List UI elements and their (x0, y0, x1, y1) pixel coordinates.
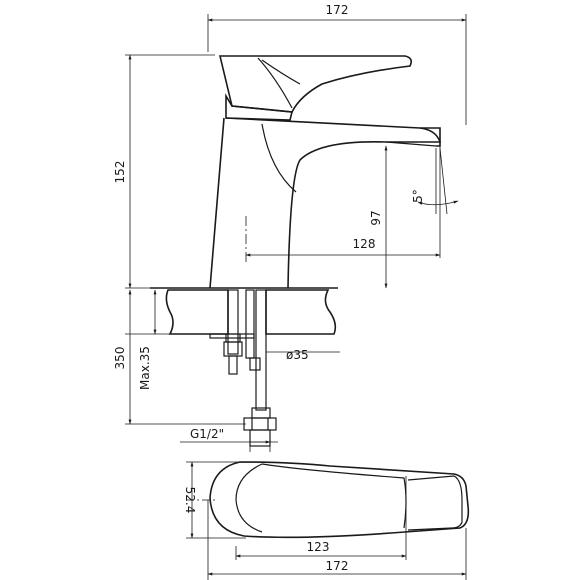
height-label: 152 (113, 161, 127, 184)
plan-view: 52.4 123 172 (183, 461, 470, 580)
top-width-label: 172 (326, 3, 349, 17)
dimension-hole-diameter: ø35 (266, 348, 340, 362)
dimension-deck-thickness: Max.35 (138, 289, 157, 390)
plan-reach-label: 123 (307, 540, 330, 554)
dimension-top-width: 172 (207, 3, 467, 125)
dimension-height: 152 (113, 54, 215, 289)
side-elevation: 172 152 (113, 3, 467, 452)
deck-section (125, 287, 338, 335)
faucet-body (209, 55, 442, 289)
deck-thickness-label: Max.35 (138, 346, 152, 390)
hole-diameter-label: ø35 (286, 348, 309, 362)
dimension-hose-length: 350 (113, 289, 246, 425)
hose-length-label: 350 (113, 347, 127, 370)
angle-label: 5° (411, 189, 425, 203)
thread-label: G1/2" (190, 427, 224, 441)
dimension-angle: 5° (411, 147, 459, 215)
plan-width-label: 172 (326, 559, 349, 573)
spout-height-label: 97 (369, 210, 383, 225)
mounting-assembly (209, 289, 277, 447)
dimension-plan-width: 172 (207, 500, 467, 580)
plan-depth-label: 52.4 (183, 487, 197, 514)
dimension-plan-reach: 123 (235, 534, 407, 560)
spout-reach-label: 128 (353, 237, 376, 251)
dimension-thread: G1/2" (180, 427, 278, 452)
dimension-spout-height: 97 (369, 145, 388, 289)
dimension-plan-depth: 52.4 (183, 461, 246, 539)
